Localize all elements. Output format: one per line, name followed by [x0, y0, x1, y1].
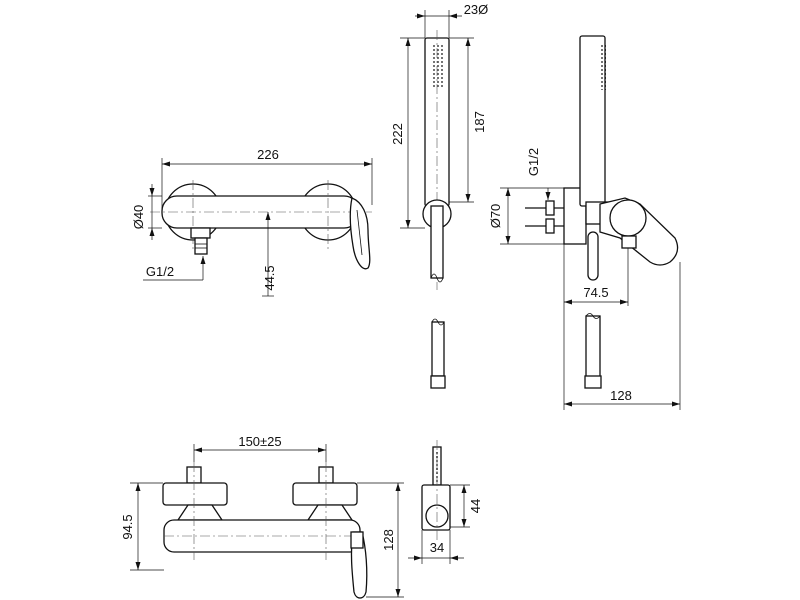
- side-view: G1/2 Ø70 74.5 128: [488, 35, 681, 410]
- front-thread-label: G1/2: [146, 264, 174, 279]
- front-diameter-dim: Ø40: [131, 205, 146, 230]
- top-left-flange: [162, 482, 228, 506]
- front-width-dim: 226: [257, 147, 279, 162]
- handshower-length-dim: 222: [390, 123, 405, 145]
- handshower-diameter-dim: 23Ø: [464, 2, 489, 17]
- handshower-head-dim: 187: [472, 111, 487, 133]
- handshower-handle: [430, 205, 444, 279]
- outlet-connector: [190, 227, 211, 239]
- front-offset-dim: 44.5: [262, 265, 277, 290]
- hose-lower: [431, 321, 445, 377]
- top-right-flange: [292, 482, 358, 506]
- top-total-depth-dim: 128: [381, 529, 396, 551]
- side-diameter-dim: Ø70: [488, 204, 503, 229]
- side-total-depth-dim: 128: [610, 388, 632, 403]
- side-depth-dim: 74.5: [583, 285, 608, 300]
- handshower-view: 23Ø 222 187: [390, 2, 489, 389]
- bracket-width-dim: 34: [430, 540, 444, 555]
- top-depth-dim: 94.5: [120, 514, 135, 539]
- top-centers-dim: 150±25: [238, 434, 281, 449]
- side-thread-label: G1/2: [526, 148, 541, 176]
- front-view: 226 Ø40 G1/2 44.5: [131, 147, 373, 297]
- bracket-height-dim: 44: [468, 499, 483, 513]
- top-view: 150±25 94.5 128: [120, 434, 404, 599]
- bracket-view: 44 34: [408, 440, 483, 564]
